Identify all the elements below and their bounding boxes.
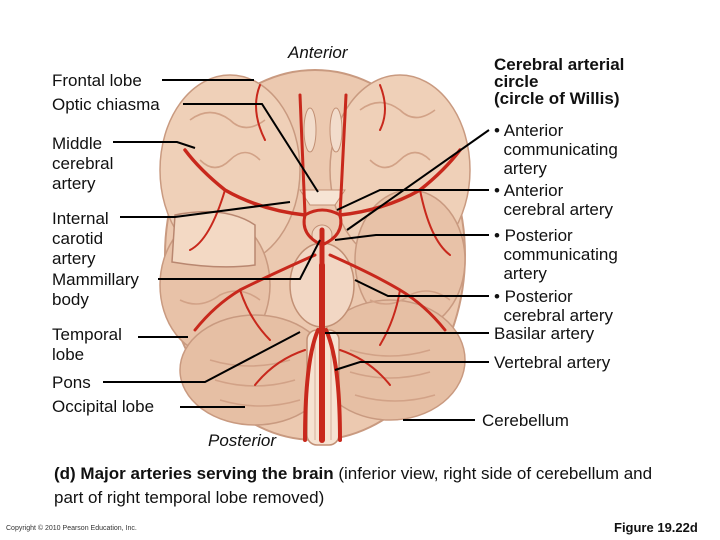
copyright-notice: Copyright © 2010 Pearson Education, Inc. bbox=[6, 525, 137, 532]
figure-number: Figure 19.22d bbox=[614, 520, 698, 535]
figure-caption: (d) Major arteries serving the brain (in… bbox=[54, 462, 654, 510]
temporal-lobe-label: Temporal lobe bbox=[52, 325, 122, 364]
anterior-cerebral-artery-label: • Anterior cerebral artery bbox=[494, 181, 614, 219]
vertebral-artery-label: Vertebral artery bbox=[494, 353, 611, 372]
anterior-communicating-artery-label: • Anterior communicating artery bbox=[494, 121, 618, 178]
frontal-lobe-label: Frontal lobe bbox=[52, 71, 142, 90]
basilar-artery-label: Basilar artery bbox=[494, 324, 595, 343]
internal-carotid-artery-label: Internal carotid artery bbox=[52, 209, 109, 268]
posterior-communicating-artery-label: • Posterior communicating artery bbox=[494, 226, 618, 283]
brain-illustration bbox=[159, 69, 471, 446]
occipital-lobe-label: Occipital lobe bbox=[52, 397, 155, 416]
caption-heading: (d) Major arteries serving the brain bbox=[54, 464, 334, 483]
pons-label: Pons bbox=[52, 373, 91, 392]
posterior-label: Posterior bbox=[208, 431, 277, 450]
cerebellum-label: Cerebellum bbox=[482, 411, 569, 430]
anterior-label: Anterior bbox=[288, 43, 348, 62]
mammillary-body-label: Mammillary body bbox=[52, 270, 139, 309]
leader-lines bbox=[103, 79, 490, 421]
middle-cerebral-artery-label: Middle cerebral artery bbox=[52, 134, 114, 193]
caption-detail: (inferior view, right side of cerebellum… bbox=[54, 464, 653, 507]
circle-of-willis-heading: Cerebral arterial circle (circle of Will… bbox=[494, 55, 625, 108]
posterior-cerebral-artery-label: • Posterior cerebral artery bbox=[494, 287, 614, 325]
optic-chiasma-label: Optic chiasma bbox=[52, 95, 160, 114]
